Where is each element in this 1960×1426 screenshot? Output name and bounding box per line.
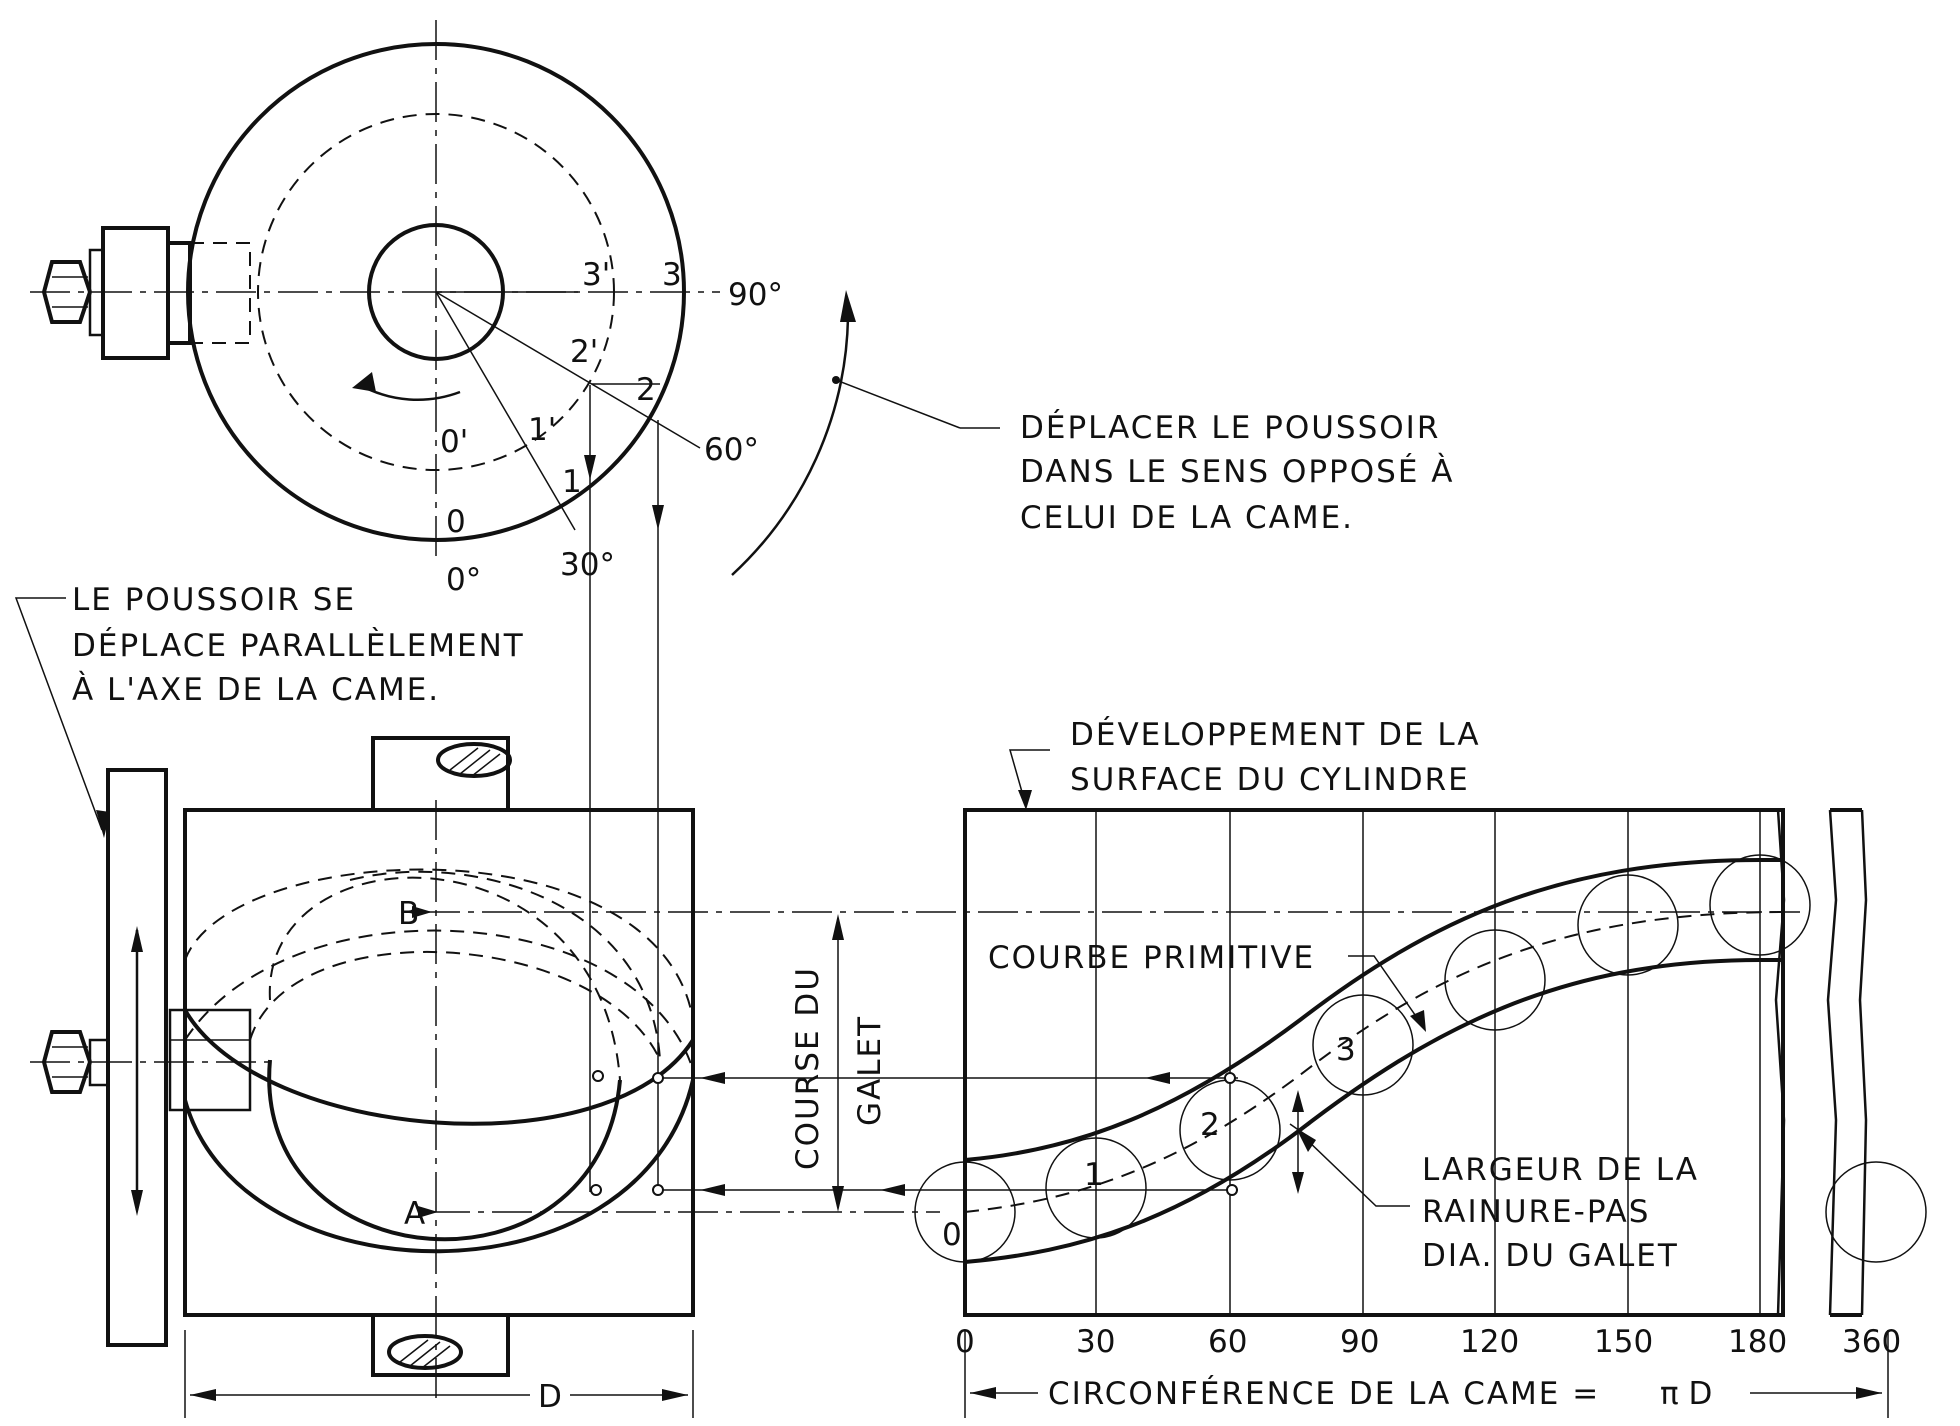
label-1-prime: 1' <box>528 412 556 448</box>
front-view: B A D COURSE DU GALET <box>30 736 1800 1418</box>
label-2-prime: 2' <box>570 334 598 370</box>
axis-tick-90: 90 <box>1340 1324 1379 1360</box>
label-30-degrees: 30° <box>560 547 615 583</box>
note-development-line2: SURFACE DU CYLINDRE <box>1070 762 1470 798</box>
note-move-follower-line1: DÉPLACER LE POUSSOIR <box>1020 410 1440 446</box>
follower-roller <box>101 226 170 360</box>
roller-position-1 <box>1045 1137 1147 1239</box>
follower-collar <box>166 241 192 345</box>
label-3: 3 <box>662 257 682 293</box>
note-follower-line2: DÉPLACE PARALLÈLEMENT <box>72 628 525 664</box>
note-follower-parallel: LE POUSSOIR SE DÉPLACE PARALLÈLEMENT À L… <box>14 582 525 838</box>
label-B: B <box>398 896 419 932</box>
label-3-prime: 3' <box>582 257 610 293</box>
note-move-follower: DÉPLACER LE POUSSOIR DANS LE SENS OPPOSÉ… <box>1020 410 1454 536</box>
label-0: 0 <box>446 504 466 540</box>
note-development-line1: DÉVELOPPEMENT DE LA <box>1070 717 1481 753</box>
note-move-follower-line3: CELUI DE LA CAME. <box>1020 500 1354 536</box>
groove-lower-edge <box>183 1079 695 1254</box>
roller-label-0: 0 <box>942 1217 962 1253</box>
note-follower-line1: LE POUSSOIR SE <box>72 582 356 618</box>
label-60-degrees: 60° <box>704 432 759 468</box>
roller-position-0 <box>914 1161 1016 1263</box>
roller-label-1: 1 <box>1084 1157 1104 1193</box>
note-follower-line3: À L'AXE DE LA CAME. <box>72 672 440 708</box>
label-D: D <box>538 1379 562 1415</box>
note-pitch-curve: COURBE PRIMITIVE <box>988 940 1315 976</box>
roller-travel-line1: COURSE DU <box>790 966 826 1170</box>
development-groove-upper <box>964 858 1782 1162</box>
axis-tick-180: 180 <box>1728 1324 1787 1360</box>
label-0-prime: 0' <box>440 424 468 460</box>
axis-tick-60: 60 <box>1208 1324 1247 1360</box>
note-groove-width-line2: RAINURE-PAS <box>1422 1194 1650 1230</box>
axis-tick-120: 120 <box>1460 1324 1519 1360</box>
follower-nut <box>41 260 93 324</box>
pitch-curve <box>964 911 1783 1213</box>
axis-tick-360: 360 <box>1842 1324 1901 1360</box>
note-groove-width-line3: DIA. DU GALET <box>1422 1238 1679 1274</box>
groove-upper-edge <box>183 1008 695 1126</box>
development-frame <box>963 808 1785 1317</box>
note-move-follower-line2: DANS LE SENS OPPOSÉ À <box>1020 454 1454 490</box>
groove-inner-edge <box>267 1059 622 1242</box>
label-0-degrees: 0° <box>446 562 481 598</box>
note-groove-width-line1: LARGEUR DE LA <box>1422 1152 1699 1188</box>
top-view: 3' 3 90° 2' 2 60° 1' 0' 1 0 30° 0° <box>30 20 783 1192</box>
circumference-label: CIRCONFÉRENCE DE LA CAME = <box>1048 1376 1600 1412</box>
label-90-degrees: 90° <box>728 277 783 313</box>
axis-tick-30: 30 <box>1076 1324 1115 1360</box>
pi-d-label: π D <box>1660 1376 1712 1412</box>
label-1: 1 <box>562 464 582 500</box>
axis-tick-150: 150 <box>1594 1324 1653 1360</box>
roller-position-3 <box>1312 994 1414 1096</box>
opposite-direction-arrow <box>731 317 850 576</box>
roller-label-3: 3 <box>1336 1032 1356 1068</box>
development-groove-lower <box>964 958 1782 1264</box>
follower-hidden-pin <box>189 242 251 344</box>
pitch-circle <box>257 113 615 471</box>
roller-label-2: 2 <box>1200 1107 1220 1143</box>
label-2: 2 <box>636 372 656 408</box>
label-A: A <box>404 1196 425 1232</box>
development-view: 0 1 2 3 0 30 60 90 120 150 180 360 <box>914 749 1927 1418</box>
roller-travel-line2: GALET <box>852 1015 888 1126</box>
